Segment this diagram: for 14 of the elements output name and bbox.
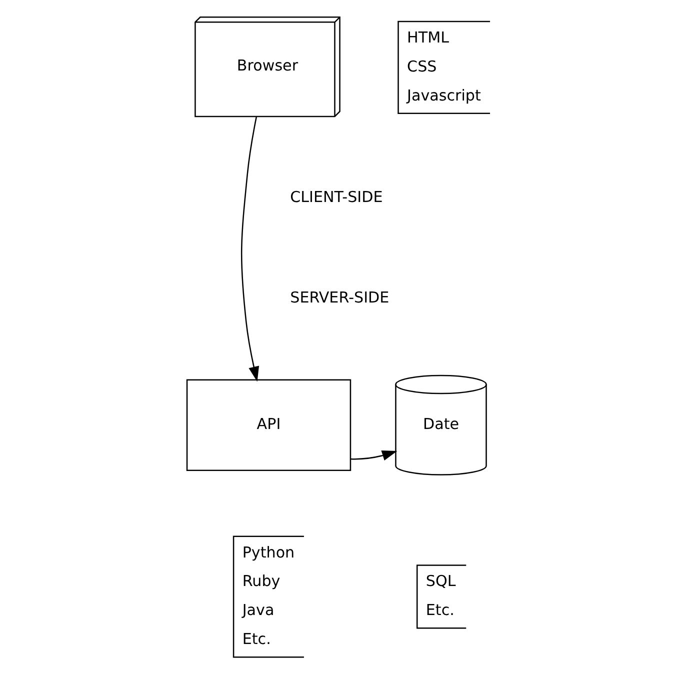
label: Ruby <box>242 572 280 590</box>
label: CSS <box>407 57 437 76</box>
label: CLIENT-SIDE <box>290 188 383 206</box>
node-box: API <box>186 379 352 472</box>
arrow <box>240 116 260 382</box>
label: SQL <box>426 572 456 590</box>
label: Javascript <box>407 86 481 104</box>
label: Etc. <box>426 601 454 620</box>
arrow <box>350 450 398 461</box>
label: Etc. <box>242 630 271 648</box>
label: SERVER-SIDE <box>290 288 390 307</box>
label: HTML <box>407 28 450 46</box>
label: Java <box>242 601 274 620</box>
label: Python <box>242 543 295 562</box>
